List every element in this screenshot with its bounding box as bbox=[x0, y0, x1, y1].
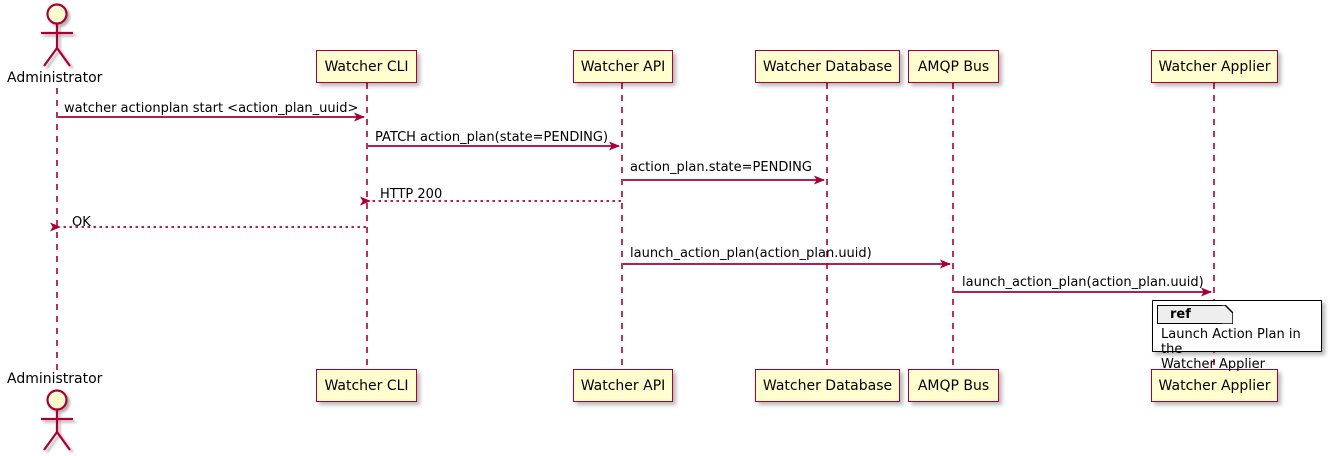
message-label-5: OK bbox=[72, 215, 91, 230]
ref-fragment[interactable]: ref Launch Action Plan in the Watcher Ap… bbox=[1152, 300, 1322, 372]
message-label-3: action_plan.state=PENDING bbox=[630, 160, 812, 175]
participant-label: Watcher CLI bbox=[324, 377, 409, 394]
participant-box-watcher-applier-bottom[interactable]: Watcher Applier bbox=[1151, 369, 1278, 402]
actor-administrator-top bbox=[41, 3, 73, 67]
participant-label: Watcher CLI bbox=[324, 58, 409, 75]
participant-box-amqp-bus-bottom[interactable]: AMQP Bus bbox=[908, 369, 999, 402]
lifelines bbox=[56, 83, 1215, 370]
actor-label-administrator-bottom: Administrator bbox=[7, 371, 103, 387]
participant-box-watcher-cli-bottom[interactable]: Watcher CLI bbox=[316, 369, 417, 402]
participant-label: AMQP Bus bbox=[917, 377, 990, 394]
message-label-7: launch_action_plan(action_plan.uuid) bbox=[962, 275, 1204, 290]
ref-fragment-line-2: Watcher Applier bbox=[1161, 357, 1265, 372]
ref-fragment-line-1: Launch Action Plan in the bbox=[1161, 327, 1301, 357]
participant-box-watcher-cli-top[interactable]: Watcher CLI bbox=[316, 50, 417, 83]
ref-fragment-body: Launch Action Plan in the Watcher Applie… bbox=[1161, 327, 1315, 372]
participant-box-amqp-bus-top[interactable]: AMQP Bus bbox=[908, 50, 999, 83]
participant-box-watcher-database-bottom[interactable]: Watcher Database bbox=[755, 369, 900, 402]
participant-box-watcher-api-bottom[interactable]: Watcher API bbox=[573, 369, 673, 402]
actor-label-administrator-top: Administrator bbox=[7, 70, 103, 86]
participant-box-watcher-applier-top[interactable]: Watcher Applier bbox=[1151, 50, 1278, 83]
participant-label: Watcher API bbox=[580, 58, 666, 75]
participant-box-watcher-database-top[interactable]: Watcher Database bbox=[755, 50, 900, 83]
message-arrows bbox=[50, 112, 1212, 297]
message-label-4: HTTP 200 bbox=[380, 187, 443, 202]
participant-label: Watcher Database bbox=[762, 58, 893, 75]
message-label-6: launch_action_plan(action_plan.uuid) bbox=[630, 246, 872, 261]
participant-label: Watcher Database bbox=[762, 377, 893, 394]
ref-fragment-tab-fold-icon bbox=[1222, 305, 1233, 324]
ref-fragment-tab-label: ref bbox=[1170, 307, 1191, 322]
participant-label: Watcher API bbox=[580, 377, 666, 394]
message-label-2: PATCH action_plan(state=PENDING) bbox=[375, 130, 609, 145]
ref-fragment-tab: ref bbox=[1157, 305, 1223, 324]
message-label-1: watcher actionplan start <action_plan_uu… bbox=[64, 101, 359, 116]
participant-box-watcher-api-top[interactable]: Watcher API bbox=[573, 50, 673, 83]
participant-label: Watcher Applier bbox=[1158, 377, 1271, 394]
actor-administrator-bottom bbox=[41, 389, 73, 451]
participant-label: AMQP Bus bbox=[917, 58, 990, 75]
participant-label: Watcher Applier bbox=[1158, 58, 1271, 75]
